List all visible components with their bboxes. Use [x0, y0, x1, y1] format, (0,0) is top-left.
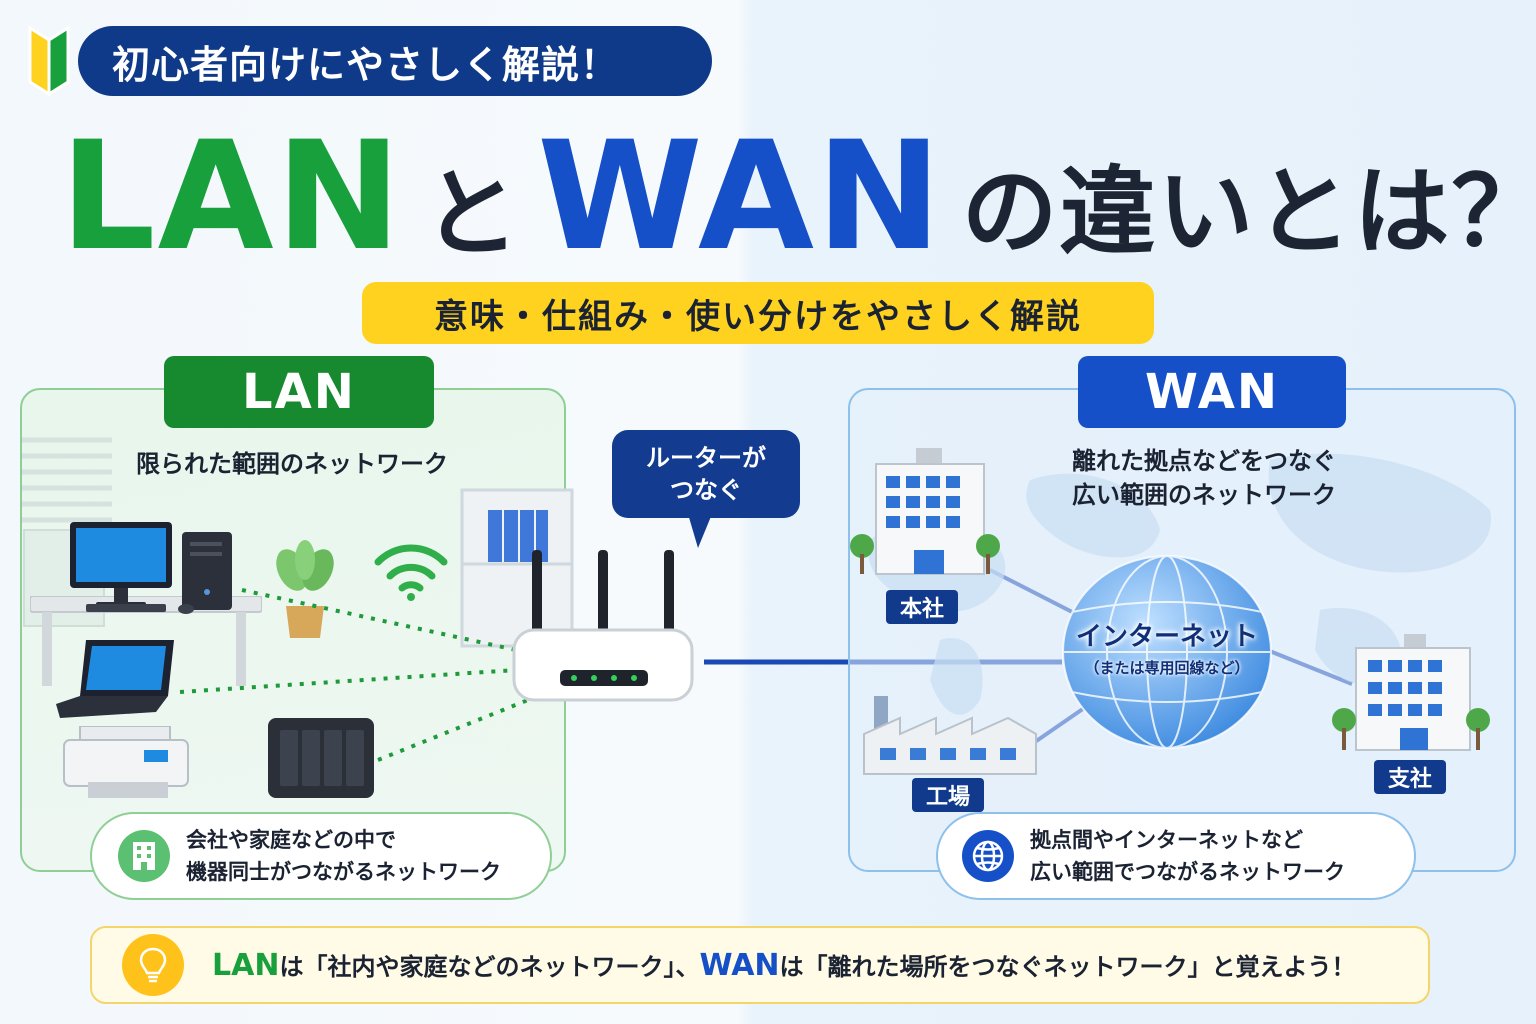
lan-note: 会社や家庭などの中で 機器同士がつながるネットワーク	[90, 812, 552, 900]
lan-label: LAN	[164, 356, 434, 428]
wan-description: 離れた拠点などをつなぐ 広い範囲のネットワーク	[1072, 447, 1336, 509]
factory-icon	[863, 696, 1037, 775]
beginner-mark-icon	[28, 25, 70, 97]
title-lan: LAN	[60, 110, 404, 284]
wan-label: WAN	[1078, 356, 1346, 428]
wifi-icon	[374, 544, 448, 601]
monitor-icon	[70, 522, 172, 610]
tip-text: LANは「社内や家庭などのネットワーク」、WANは「離れた場所をつなぐネットワー…	[212, 948, 1356, 983]
wan-note: 拠点間やインターネットなど 広い範囲でつながるネットワーク	[936, 812, 1416, 900]
building-icon-branch	[1332, 634, 1490, 751]
title-wan: WAN	[537, 110, 944, 284]
lan-note-text: 会社や家庭などの中で 機器同士がつながるネットワーク	[186, 828, 501, 884]
lightbulb-icon	[122, 934, 184, 996]
internet-label: インターネット （または専用回線など）	[1075, 622, 1258, 677]
globe-small-icon	[962, 830, 1014, 882]
subtitle-banner: 意味・仕組み・使い分けをやさしく解説	[362, 282, 1154, 344]
node-tag-hq: 本社	[886, 590, 958, 624]
laptop-icon	[56, 640, 174, 718]
node-tag-factory: 工場	[912, 778, 984, 812]
lan-description: 限られた範囲のネットワーク	[136, 450, 448, 478]
router-icon	[512, 550, 694, 702]
title-rest: の違いとは？	[961, 156, 1536, 268]
wan-note-text: 拠点間やインターネットなど 広い範囲でつながるネットワーク	[1030, 828, 1345, 884]
router-bubble: ルーターが つなぐ	[612, 430, 800, 518]
building-icon-hq	[850, 448, 1000, 575]
desktop-tower-icon	[182, 532, 232, 610]
keyboard-icon	[86, 604, 194, 614]
node-tag-branch: 支社	[1374, 760, 1446, 794]
router-bubble-tail	[688, 514, 712, 548]
title-to: と	[423, 158, 520, 270]
building-small-icon	[118, 830, 170, 882]
globe-icon	[1062, 555, 1272, 749]
nas-icon	[268, 718, 374, 798]
intro-banner: 初心者向けにやさしく解説！	[78, 26, 712, 96]
page-title: LAN と WAN の違いとは？	[60, 112, 1536, 272]
tip-bar: LANは「社内や家庭などのネットワーク」、WANは「離れた場所をつなぐネットワー…	[90, 926, 1430, 1004]
printer-icon	[63, 726, 189, 798]
plant-icon	[276, 540, 334, 638]
